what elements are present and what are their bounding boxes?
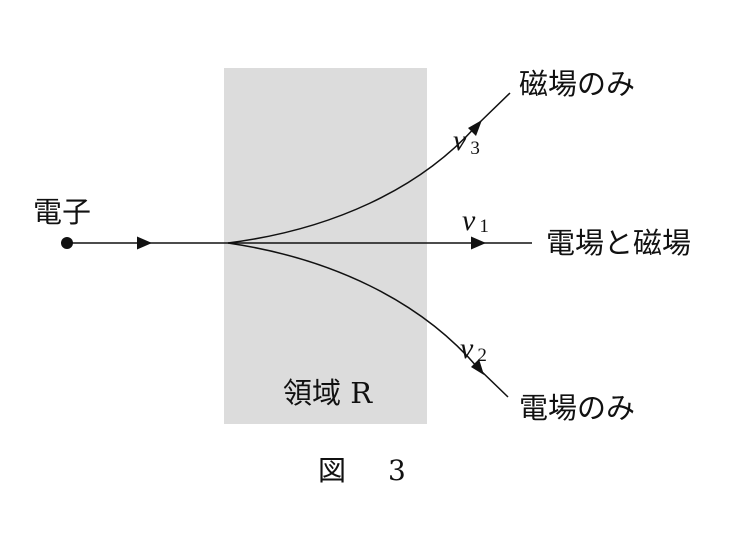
velocity-v3-subscript: 3 [470,138,480,159]
lower-curve-arrow [471,359,484,375]
velocity-v2-subscript: 2 [477,345,487,366]
electric-only-label: 電場のみ [519,391,635,425]
lower-curve-path [227,242,509,398]
straight-path-arrow [471,236,486,250]
upper-curve-arrow [468,120,482,136]
figure-caption-number: 3 [388,454,406,487]
velocity-v2-symbol: v [460,332,474,365]
region-r [224,68,427,424]
both-fields-label: 電場と磁場 [546,226,691,260]
electron-label: 電子 [33,195,91,229]
velocity-v3-symbol: v [453,124,467,157]
magnetic-only-label: 磁場のみ [519,67,635,101]
velocity-v1-subscript: 1 [479,216,489,237]
velocity-v1-symbol: v [462,204,476,237]
incoming-arrow [137,236,152,250]
region-label: 領域 R [283,376,373,410]
upper-curve-path [227,92,511,244]
figure-caption-prefix: 図 [318,454,346,487]
